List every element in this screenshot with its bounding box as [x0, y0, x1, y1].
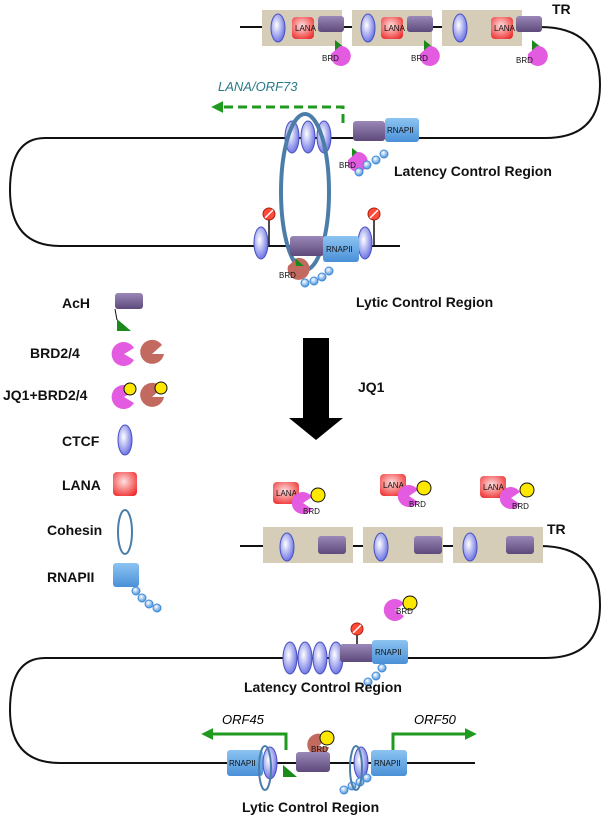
- nucleosome-shape: [353, 121, 385, 141]
- rnapii-shape: [385, 118, 419, 142]
- nucleosome-shape: [296, 752, 330, 772]
- bottom-dna-loop: [8, 545, 602, 764]
- lana-shape: [292, 17, 314, 39]
- brd-label: BRD: [411, 54, 428, 63]
- lytic-control-region-bottom: RNAPII RNAPII: [227, 745, 407, 795]
- nucleosome-shape: [506, 536, 534, 554]
- brd-label: BRD: [303, 507, 320, 516]
- rnapii-shape: [372, 640, 408, 664]
- rnapii-shape: [323, 236, 359, 262]
- jq1-brd-bottom: BRD: [307, 730, 335, 756]
- ctcf-shape: [282, 641, 298, 675]
- jq1-arrow: [289, 338, 343, 440]
- rnapii-label: RNAPII: [229, 759, 256, 768]
- ctcf-shape: [279, 532, 295, 562]
- latency-label-bottom: Latency Control Region: [244, 679, 402, 695]
- rnapii-label: RNAPII: [375, 648, 402, 657]
- tr-unit: LANA BRD: [270, 13, 351, 66]
- tr-unit: LANA BRD: [452, 13, 548, 66]
- lana-shape: [273, 482, 299, 504]
- rnapii-label: RNAPII: [326, 245, 353, 254]
- nucleosome-shape: [318, 536, 346, 554]
- nucleosome-shape: [414, 536, 442, 554]
- free-brd: BRD: [383, 595, 418, 621]
- tr-unit: LANA BRD: [360, 13, 440, 66]
- lytic-label-bottom: Lytic Control Region: [242, 799, 379, 815]
- nucleosome-shape: [407, 16, 433, 32]
- legend-label-ach: AcH: [62, 295, 90, 311]
- orf45-label: ORF45: [222, 712, 265, 727]
- ctcf-shape: [284, 120, 300, 154]
- legend-label-cohesin: Cohesin: [47, 522, 102, 538]
- rnapii-shape: [227, 750, 263, 776]
- ctcf-shape: [300, 120, 316, 154]
- orf50-arrow: [391, 728, 477, 752]
- legend-brd-magenta-icon: [111, 342, 134, 366]
- nucleosome-shape: [318, 16, 344, 32]
- lana-label: LANA: [295, 24, 317, 33]
- brd-label: BRD: [311, 745, 328, 754]
- jq1-label: JQ1: [358, 379, 385, 395]
- legend: AcH BRD2/4 JQ1+BRD2/4 CTCF LANA Cohesin …: [3, 293, 168, 613]
- tr-label-bottom: TR: [547, 521, 566, 537]
- ctcf-shape: [357, 226, 373, 260]
- orf50-label: ORF50: [414, 712, 457, 727]
- nucleosome-shape: [340, 644, 374, 662]
- lana-label: LANA: [276, 489, 298, 498]
- lana-shape: [381, 17, 403, 39]
- brd-label: BRD: [396, 607, 413, 616]
- lana-shape: [480, 476, 506, 498]
- latency-control-region-bottom: RNAPII: [282, 622, 408, 687]
- lana-orf73-arrow: [211, 101, 345, 123]
- brd-label: BRD: [516, 56, 533, 65]
- ctcf-shape: [270, 13, 286, 43]
- legend-ctcf-icon: [117, 424, 133, 456]
- latency-label-top: Latency Control Region: [394, 163, 552, 179]
- lana-shape: [491, 17, 513, 39]
- lana-label: LANA: [483, 483, 505, 492]
- ctcf-shape: [360, 13, 376, 43]
- top-dna-loop: [8, 26, 602, 247]
- lana-orf73-label: LANA/ORF73: [218, 79, 298, 94]
- brd-label: BRD: [339, 161, 356, 170]
- ctcf-shape: [253, 226, 269, 260]
- ctcf-shape: [462, 532, 478, 562]
- nucleosome-shape: [516, 16, 542, 32]
- legend-label-rnapii: RNAPII: [47, 569, 94, 585]
- orf45-arrow: [201, 728, 288, 750]
- brd-label: BRD: [322, 54, 339, 63]
- tr-repeat-boxes-bottom: [263, 527, 543, 563]
- legend-rnapii-icon: [113, 563, 139, 587]
- lytic-label-top: Lytic Control Region: [356, 294, 493, 310]
- lana-label: LANA: [384, 24, 406, 33]
- free-lana-brd-complexes: LANA BRD LANA BRD LANA BRD: [273, 474, 535, 516]
- brd-label: BRD: [512, 502, 529, 511]
- tr-label-top: TR: [552, 1, 571, 17]
- legend-ach-icon: [115, 293, 143, 309]
- rnapii-shape: [371, 750, 407, 776]
- ctcf-shape: [452, 13, 468, 43]
- ctcf-shape: [312, 641, 328, 675]
- ctcf-shape: [373, 532, 389, 562]
- lana-label: LANA: [494, 24, 516, 33]
- ctcf-shape: [297, 641, 313, 675]
- legend-lana-icon: [113, 472, 137, 496]
- rnapii-label: RNAPII: [387, 126, 414, 135]
- legend-label-ctcf: CTCF: [62, 433, 100, 449]
- nucleosome-shape: [290, 236, 324, 256]
- lytic-control-region-top: RNAPII BRD: [253, 207, 381, 288]
- legend-label-lana: LANA: [62, 477, 101, 493]
- rnapii-label: RNAPII: [374, 759, 401, 768]
- brd-label: BRD: [409, 500, 426, 509]
- brd-label: BRD: [279, 271, 296, 280]
- legend-brd-brown-icon: [140, 339, 164, 364]
- legend-cohesin-icon: [117, 509, 133, 555]
- legend-label-brd: BRD2/4: [30, 345, 80, 361]
- lana-label: LANA: [383, 481, 405, 490]
- legend-label-jq1-brd: JQ1+BRD2/4: [3, 387, 88, 403]
